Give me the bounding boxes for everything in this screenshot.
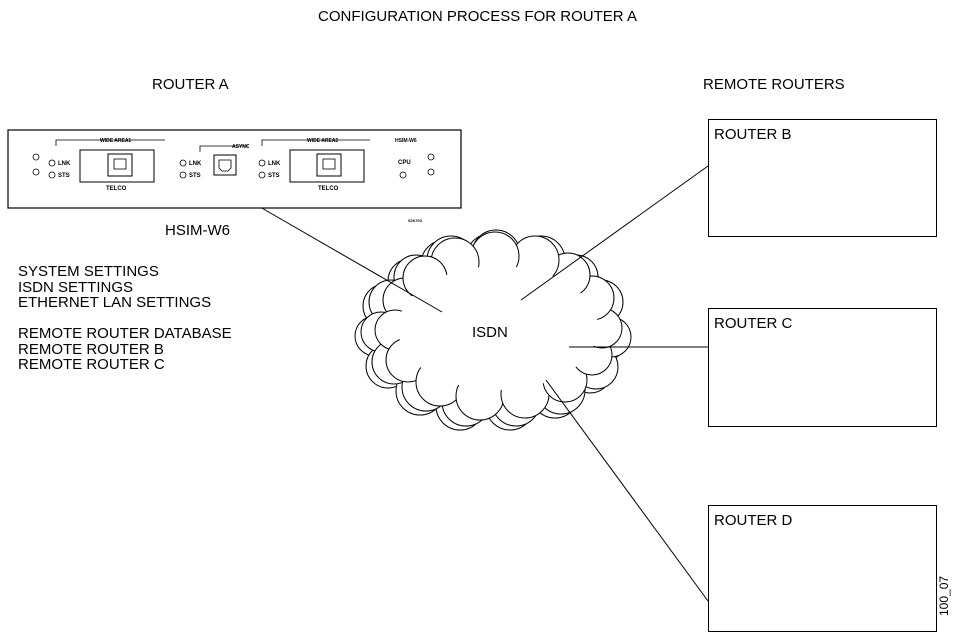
router-c-label: ROUTER C bbox=[714, 315, 793, 332]
module-label: HSIM-W6 bbox=[165, 222, 230, 239]
link-router-a bbox=[259, 206, 443, 313]
settings-spacer bbox=[18, 311, 232, 327]
isdn-cloud bbox=[354, 229, 632, 431]
settings-item: REMOTE ROUTER DATABASE bbox=[18, 325, 232, 342]
router-a-label: ROUTER A bbox=[152, 76, 229, 93]
link-router-b bbox=[520, 165, 709, 301]
svg-text:LNK: LNK bbox=[189, 161, 202, 167]
svg-text:S26703: S26703 bbox=[408, 218, 423, 223]
svg-text:STS: STS bbox=[268, 173, 280, 179]
screw-icon bbox=[32, 153, 435, 176]
wan1-label: WIDE AREA1 bbox=[100, 138, 131, 144]
svg-text:ASYNC: ASYNC bbox=[232, 144, 250, 150]
sts-led bbox=[48, 171, 56, 179]
svg-text:LNK: LNK bbox=[268, 161, 281, 167]
svg-text:WIDE AREA2: WIDE AREA2 bbox=[307, 138, 338, 144]
settings-item: SYSTEM SETTINGS bbox=[18, 263, 159, 280]
settings-item: ETHERNET LAN SETTINGS bbox=[18, 294, 212, 311]
svg-text:TELCO: TELCO bbox=[318, 186, 339, 192]
remote-routers-label: REMOTE ROUTERS bbox=[703, 76, 845, 93]
router-b-label: ROUTER B bbox=[714, 126, 792, 143]
svg-text:TELCO: TELCO bbox=[106, 186, 127, 192]
svg-text:STS: STS bbox=[58, 173, 70, 179]
svg-text:LNK: LNK bbox=[58, 161, 71, 167]
router-a-panel: WIDE AREA1 LNK STS TELCO ASYNC LNK STS W… bbox=[7, 129, 462, 223]
settings-item: ISDN SETTINGS bbox=[18, 278, 134, 296]
svg-text:STS: STS bbox=[189, 173, 201, 179]
isdn-cloud-label: ISDN bbox=[472, 324, 508, 341]
svg-text:CPU: CPU bbox=[398, 160, 411, 166]
cpu-led bbox=[399, 171, 407, 179]
lnk-led bbox=[48, 159, 56, 167]
router-b-box: ROUTER B bbox=[708, 119, 937, 237]
settings-item: REMOTE ROUTER C bbox=[18, 356, 165, 373]
svg-text:HSIM-W6: HSIM-W6 bbox=[395, 138, 417, 144]
figure-id: 100_07 bbox=[937, 575, 951, 616]
router-d-label: ROUTER D bbox=[714, 512, 793, 529]
settings-item: REMOTE ROUTER B bbox=[18, 340, 164, 358]
settings-list: SYSTEM SETTINGS ISDN SETTINGS ETHERNET L… bbox=[18, 264, 232, 373]
router-c-box: ROUTER C bbox=[708, 308, 937, 427]
link-router-d bbox=[545, 379, 709, 602]
router-d-box: ROUTER D bbox=[708, 505, 937, 632]
diagram-title: CONFIGURATION PROCESS FOR ROUTER A bbox=[318, 8, 637, 25]
